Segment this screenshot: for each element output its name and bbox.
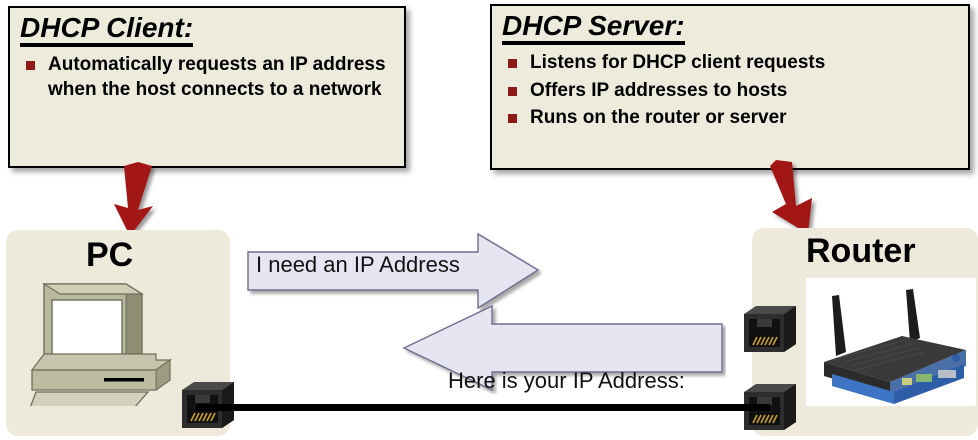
message-arrow-request (247, 232, 540, 310)
message-request-text: I need an IP Address (256, 252, 460, 277)
dhcp-client-title: DHCP Client: (20, 14, 194, 47)
red-down-arrow-icon-client (114, 162, 153, 236)
list-item: Listens for DHCP client requests (504, 51, 960, 76)
dhcp-client-bullet-list: Automatically requests an IP address whe… (10, 53, 404, 102)
pc-label: PC (86, 236, 134, 274)
dhcp-server-title: DHCP Server: (502, 12, 685, 45)
dhcp-server-bullet-list: Listens for DHCP client requests Offers … (492, 51, 968, 131)
rj45-connector-icon-router-upper (744, 306, 796, 352)
list-item: Offers IP addresses to hosts (504, 79, 960, 104)
dhcp-server-callout: DHCP Server: Listens for DHCP client req… (490, 4, 970, 170)
ethernet-cable (196, 404, 770, 411)
wireless-router-icon (806, 278, 976, 406)
list-item: Automatically requests an IP address whe… (22, 53, 396, 102)
desktop-computer-icon (30, 283, 172, 406)
dhcp-client-callout: DHCP Client: Automatically requests an I… (8, 6, 406, 168)
dhcp-server-bullet-text: Runs on the router or server (530, 107, 787, 129)
rj45-connector-icon-router-lower (744, 384, 796, 430)
red-down-arrow-icon-server (770, 160, 812, 234)
dhcp-server-bullet-text: Offers IP addresses to hosts (530, 79, 788, 101)
dhcp-server-bullet-text: Listens for DHCP client requests (530, 52, 826, 73)
dhcp-client-bullet-text: Automatically requests an IP address whe… (48, 54, 386, 100)
bullet-square-icon (508, 59, 517, 68)
bullet-square-icon (508, 86, 517, 96)
message-reply-line1: Here is your IP Address: (448, 367, 685, 393)
message-arrow-reply (402, 304, 723, 392)
router-label: Router (806, 232, 916, 270)
message-reply-text: Here is your IP Address: 192.168.1.100 (448, 314, 685, 440)
bullet-square-icon (26, 61, 35, 70)
list-item: Runs on the router or server (504, 106, 960, 131)
bullet-square-icon (508, 114, 517, 124)
